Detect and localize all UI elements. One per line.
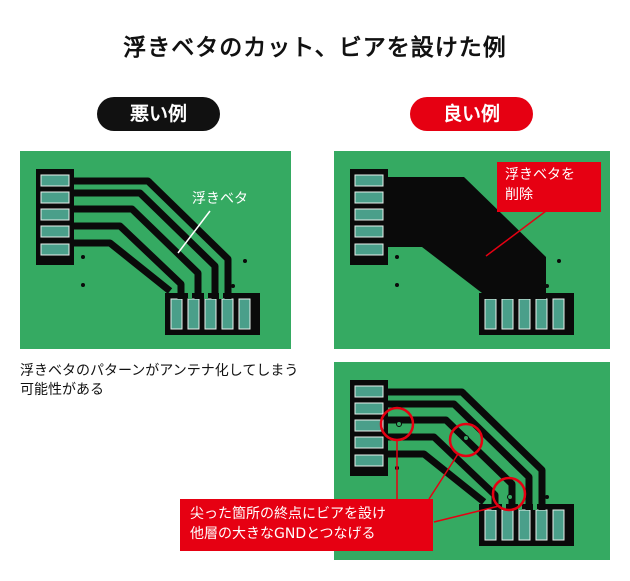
removal-pointer [485, 210, 547, 257]
good-example-board-top [334, 151, 610, 349]
floating-copper-annotation: 浮きベタ [192, 191, 248, 207]
good-example-label: 良い例 [410, 97, 533, 131]
bad-example-label: 悪い例 [97, 97, 220, 131]
via-callout-line2: 他層の大きなGNDとつなげる [190, 526, 376, 542]
bad-example-caption: 浮きベタのパターンがアンテナ化してしまう可能性がある [20, 363, 299, 398]
good-example-bottom-pcb-drawing [350, 380, 574, 546]
annotation-pointer [177, 210, 211, 254]
removal-callout-line2: 削除 [505, 187, 533, 203]
via-callout-line1: 尖った箇所の終点にビアを設け [190, 506, 386, 522]
removal-callout-line1: 浮きベタを [505, 167, 575, 183]
page-title: 浮きベタのカット、ビアを設けた例 [123, 35, 507, 61]
via-callout: 尖った箇所の終点にビアを設け 他層の大きなGNDとつなげる [180, 499, 433, 551]
bad-example-board: 浮きベタ [20, 151, 291, 349]
removal-callout: 浮きベタを 削除 [497, 162, 601, 212]
good-example-top-pcb-drawing [350, 169, 574, 335]
via-pointers [396, 440, 500, 523]
bad-example-pcb-drawing: 浮きベタ [36, 169, 260, 335]
via-dots [81, 179, 247, 288]
